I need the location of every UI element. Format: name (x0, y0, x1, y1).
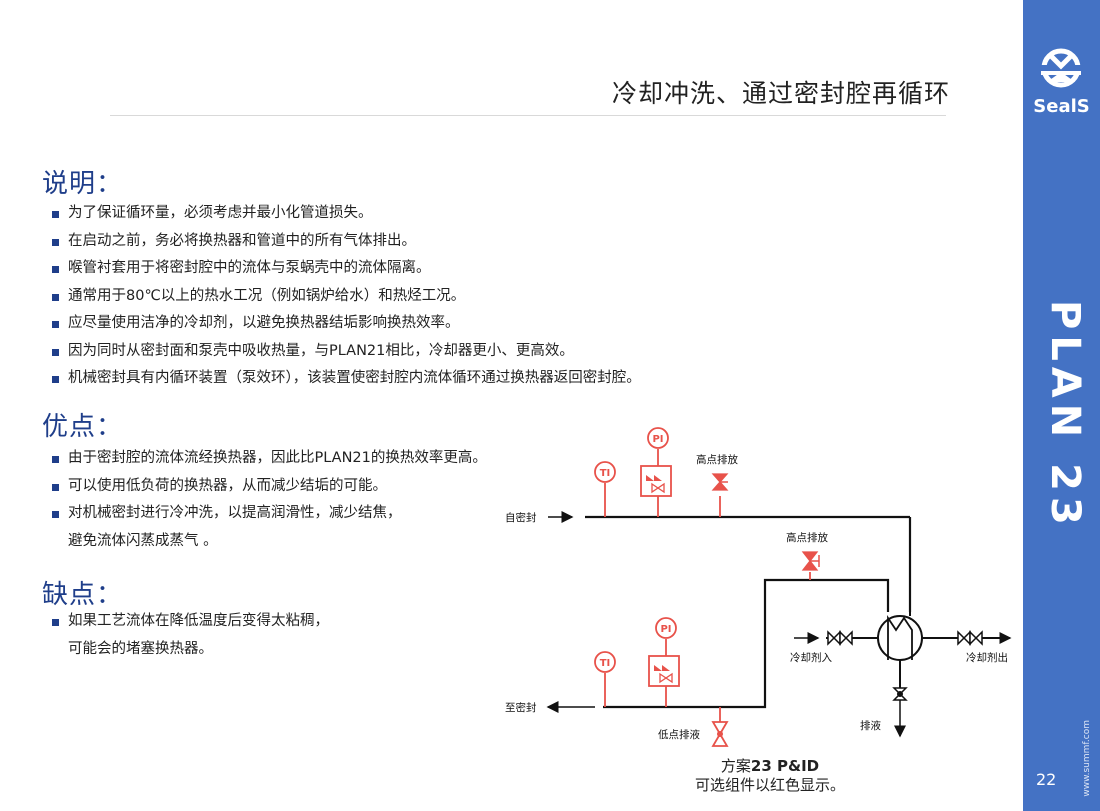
title-divider (110, 115, 946, 116)
coolant-out-line (922, 630, 1012, 646)
high-vent-valve-upper (711, 473, 729, 517)
advantages-list: 由于密封腔的流体流经换热器，因此比PLAN21的换热效率更高。 可以使用低负荷的… (52, 445, 487, 555)
cooler-return-pipe (603, 578, 890, 709)
disadvantages-heading: 缺点： (42, 580, 124, 610)
list-item: 通常用于80℃以上的热水工况（例如锅炉给水）和热烃工况。 (52, 283, 641, 311)
list-item: 如果工艺流体在降低温度后变得太粘稠， (52, 608, 329, 636)
pi-upper-instrument: PI (640, 427, 672, 517)
from-seal-pipe (585, 515, 912, 612)
advantages-heading: 优点： (42, 412, 124, 442)
to-seal-label: 至密封 (505, 701, 537, 714)
list-item: 可以使用低负荷的换热器，从而减少结垢的可能。 (52, 473, 487, 501)
pi-upper-label: PI (652, 434, 663, 445)
coolant-in-label: 冷却剂入 (790, 651, 832, 664)
list-item: 喉管衬套用于将密封腔中的流体与泵蜗壳中的流体隔离。 (52, 255, 641, 283)
seals-logo-icon (1039, 48, 1083, 88)
coolant-in-line (794, 630, 878, 646)
from-seal-label: 自密封 (505, 511, 537, 524)
caption-line-1: 方案23 P&ID (720, 757, 820, 775)
list-item: 由于密封腔的流体流经换热器，因此比PLAN21的换热效率更高。 (52, 445, 487, 473)
high-vent-label-2: 高点排放 (786, 531, 828, 544)
pi-lower-instrument: PI (648, 617, 680, 707)
list-item: 在启动之前，务必将换热器和管道中的所有气体排出。 (52, 228, 641, 256)
website-text: www.summf.com (1082, 720, 1092, 797)
pi-lower-label: PI (660, 624, 671, 635)
ti-upper-label: TI (600, 468, 611, 479)
heat-exchanger-icon (877, 612, 923, 661)
list-item-continuation: 避免流体闪蒸成蒸气 。 (68, 532, 218, 549)
ti-upper-instrument: TI (594, 461, 616, 517)
pid-diagram: 自密封 至密封 冷却剂入 冷却剂出 排液 TI (505, 427, 1012, 747)
plan-label: PLAN 23 (1042, 300, 1088, 531)
caption-line-2: 可选组件以红色显示。 (694, 776, 845, 794)
list-item: 应尽量使用洁净的冷却剂，以避免换热器结垢影响换热效率。 (52, 310, 641, 338)
drain-valve-icon (892, 660, 908, 738)
list-item: 机械密封具有内循环装置（泵效环），该装置使密封腔内流体循环通过换热器返回密封腔。 (52, 365, 641, 393)
high-vent-label-1: 高点排放 (696, 453, 738, 466)
description-list: 为了保证循环量，必须考虑并最小化管道损失。 在启动之前，务必将换热器和管道中的所… (52, 200, 641, 393)
page-title: 冷却冲洗、通过密封腔再循环 (611, 79, 950, 108)
coolant-out-label: 冷却剂出 (966, 651, 1008, 664)
ti-lower-instrument: TI (594, 651, 616, 707)
list-item: 因为同时从密封面和泵壳中吸收热量，与PLAN21相比，冷却器更小、更高效。 (52, 338, 641, 366)
low-drain-valve (711, 707, 729, 747)
list-item-continuation: 可能会的堵塞换热器。 (68, 640, 213, 657)
disadvantages-list: 如果工艺流体在降低温度后变得太粘稠， 可能会的堵塞换热器。 (52, 608, 329, 663)
high-vent-valve-loop (801, 551, 820, 580)
logo: SealS (1023, 44, 1100, 124)
list-item: 为了保证循环量，必须考虑并最小化管道损失。 (52, 200, 641, 228)
logo-text: SealS (1033, 96, 1090, 117)
description-heading: 说明： (42, 169, 124, 199)
ti-lower-label: TI (600, 658, 611, 669)
diagram-caption: 方案23 P&ID 可选组件以红色显示。 (660, 757, 880, 795)
side-band (1023, 0, 1100, 811)
page-number: 22 (1036, 770, 1057, 789)
drain-label: 排液 (860, 719, 881, 732)
list-item: 对机械密封进行冷冲洗，以提高润滑性，减少结焦， (52, 500, 487, 528)
low-drain-label: 低点排液 (658, 728, 700, 741)
